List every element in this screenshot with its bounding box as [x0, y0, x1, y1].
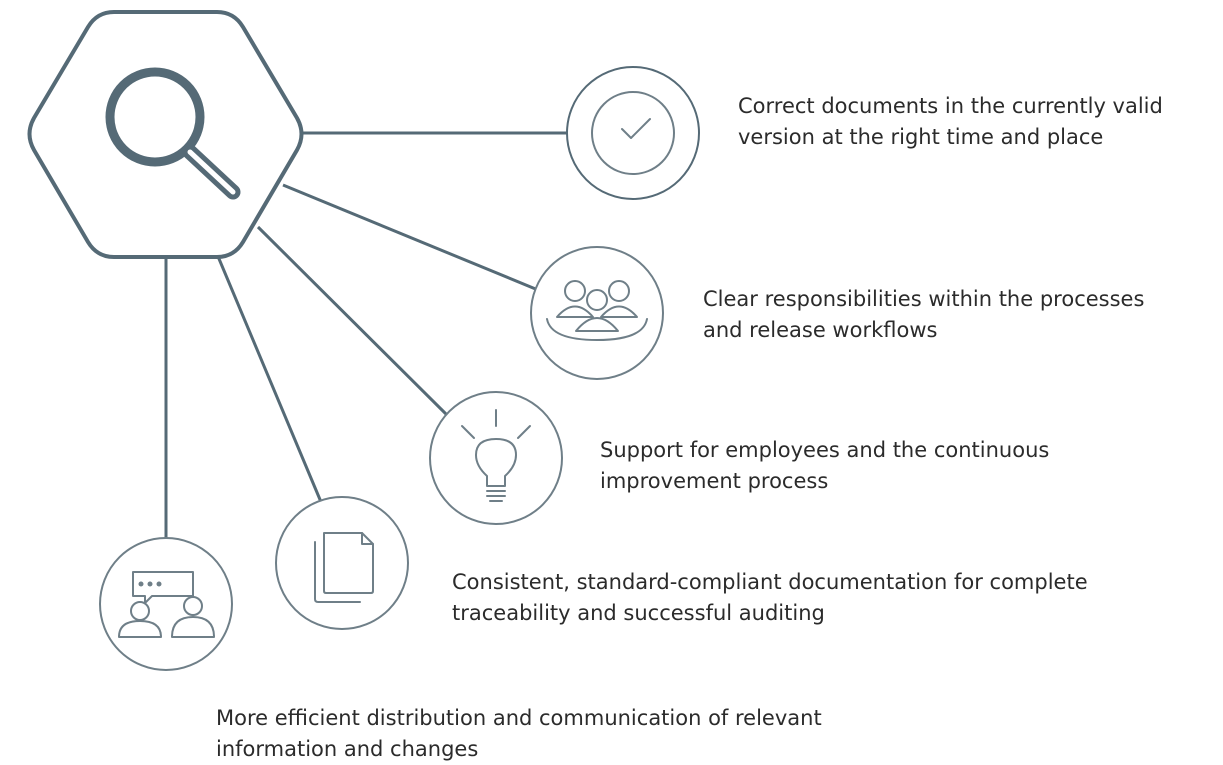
checkmark-circle-icon [591, 91, 675, 175]
connector-improvement [256, 225, 448, 416]
connector-responsibilities [282, 183, 539, 292]
conversation-icon [118, 571, 215, 638]
team-group-icon [546, 280, 648, 341]
label-line: improvement process [600, 469, 829, 493]
lightbulb-icon [461, 409, 531, 502]
hub-hexagon [27, 10, 304, 259]
label-line: Consistent, standard-compliant documenta… [452, 570, 1088, 594]
label-line: information and changes [216, 737, 479, 761]
node-communication [99, 537, 233, 671]
connector-documentation [215, 253, 323, 503]
label-line: and release workflows [703, 318, 938, 342]
label-documentation: Consistent, standard-compliant documenta… [452, 567, 1088, 629]
node-documentation [275, 496, 409, 630]
label-line: More efficient distribution and communic… [216, 706, 822, 730]
label-responsibilities: Clear responsibilities within the proces… [703, 284, 1144, 346]
label-line: Clear responsibilities within the proces… [703, 287, 1145, 311]
label-line: version at the right time and place [738, 125, 1104, 149]
label-communication: More efficient distribution and communic… [216, 703, 822, 765]
label-improvement: Support for employees and the continuous… [600, 435, 1049, 497]
node-valid-documents [566, 66, 700, 200]
magnifier-icon [105, 67, 241, 200]
node-improvement [429, 391, 563, 525]
label-line: Support for employees and the continuous [600, 438, 1050, 462]
node-responsibilities [530, 246, 664, 380]
label-valid-documents: Correct documents in the currently valid… [738, 91, 1163, 153]
label-line: traceability and successful auditing [452, 601, 825, 625]
documents-icon [314, 532, 374, 603]
label-line: Correct documents in the currently valid [738, 94, 1163, 118]
hub [27, 10, 304, 259]
